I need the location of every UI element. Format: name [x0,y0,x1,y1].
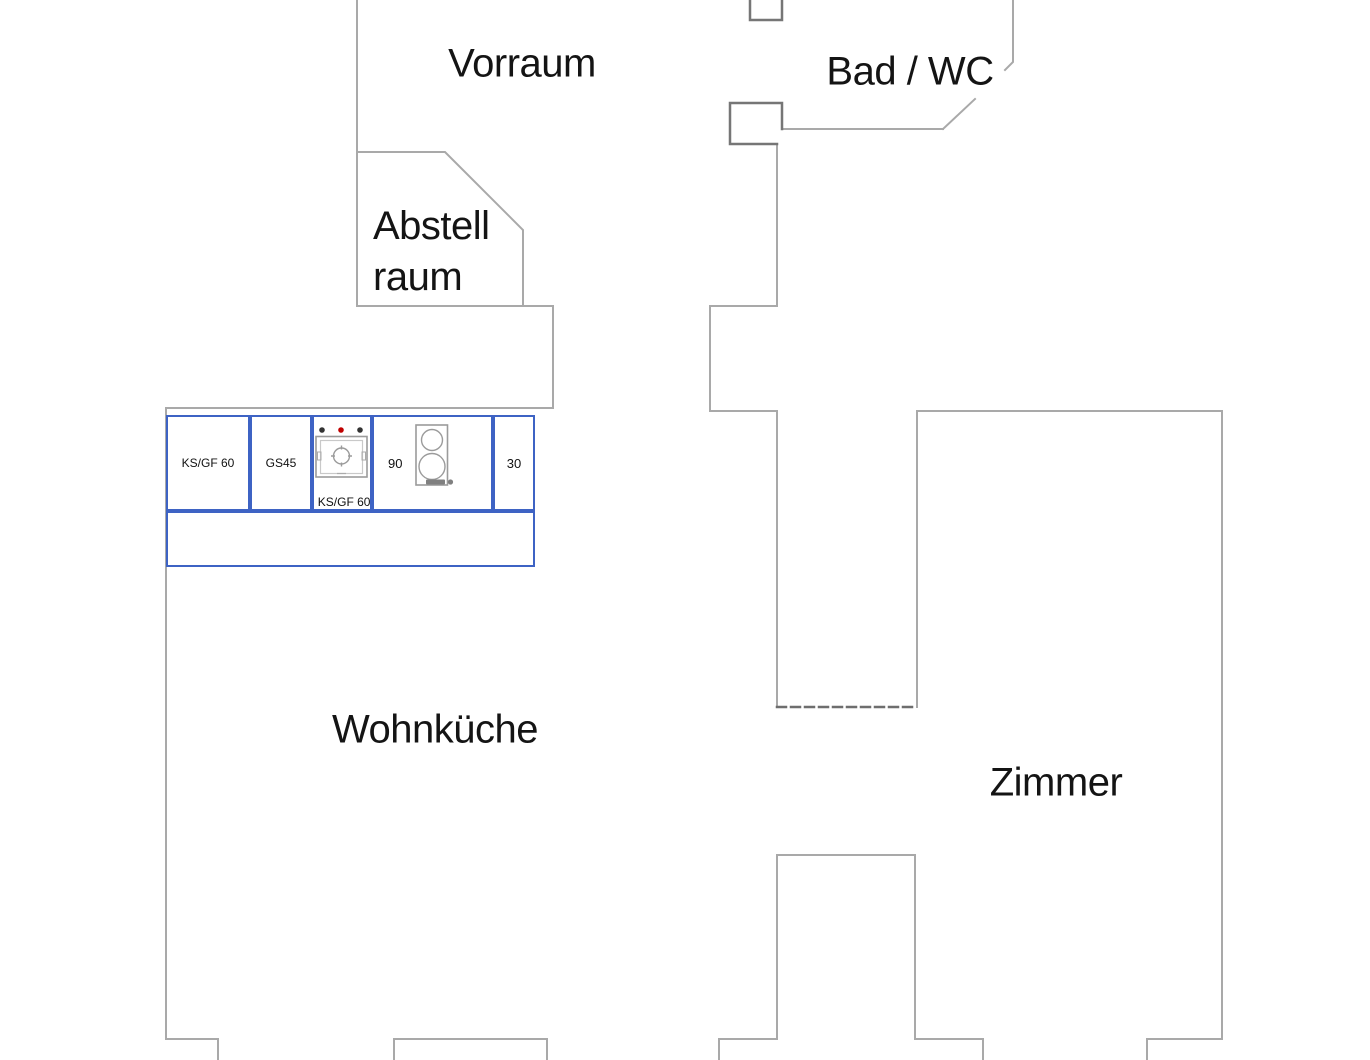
wall-lower-pier-foot-left [718,1038,778,1060]
wall-lower-pier-foot-right [914,1038,984,1060]
door-leaf-badwc [941,97,977,131]
wall-zimmer-top-right [916,410,1223,1060]
kitchen-unit-cooktop: 90 [372,415,493,511]
kitchen-unit-fridge: KS/GF 60 [166,415,250,511]
kitchen-unit-sink: KS/GF 60 [312,415,372,511]
room-label-bad-wc: Bad / WC [826,49,994,94]
room-label-wohnkueche: Wohnküche [331,707,539,752]
wall-wohnkueche-left [165,407,554,1060]
kitchen-unit-label: KS/GF 60 [181,456,235,470]
kitchen-unit-label: GS45 [265,456,297,470]
wall-lower-pier-block [776,854,916,1040]
sink-icon [315,427,368,478]
kitchen-unit-dishwasher: GS45 [250,415,312,511]
wall-badwc-right [1003,0,1014,72]
room-label-abstellraum-line1: Abstell [373,204,490,248]
wall-top-niche [748,0,784,22]
kitchen-unit-label: 90 [388,455,403,471]
wall-abstellraum-outline [356,151,524,307]
room-label-abstellraum-line2: raum [373,255,463,299]
wall-corridor-left [709,143,778,708]
room-label-abstellraum: Abstell raum [373,201,490,303]
wall-abstellraum-bottom [356,305,554,409]
room-label-zimmer: Zimmer [989,760,1123,805]
kitchen-unit-30: 30 [493,415,535,511]
kitchen-unit-label: KS/GF 60 [317,495,371,509]
wall-badwc-door-jamb [728,101,784,146]
kitchen-countertop [166,511,535,567]
cooktop-icon [415,424,454,486]
room-label-vorraum: Vorraum [448,41,596,86]
wall-bottom-window-pier [393,1038,548,1060]
kitchen-unit-label: 30 [506,455,522,471]
